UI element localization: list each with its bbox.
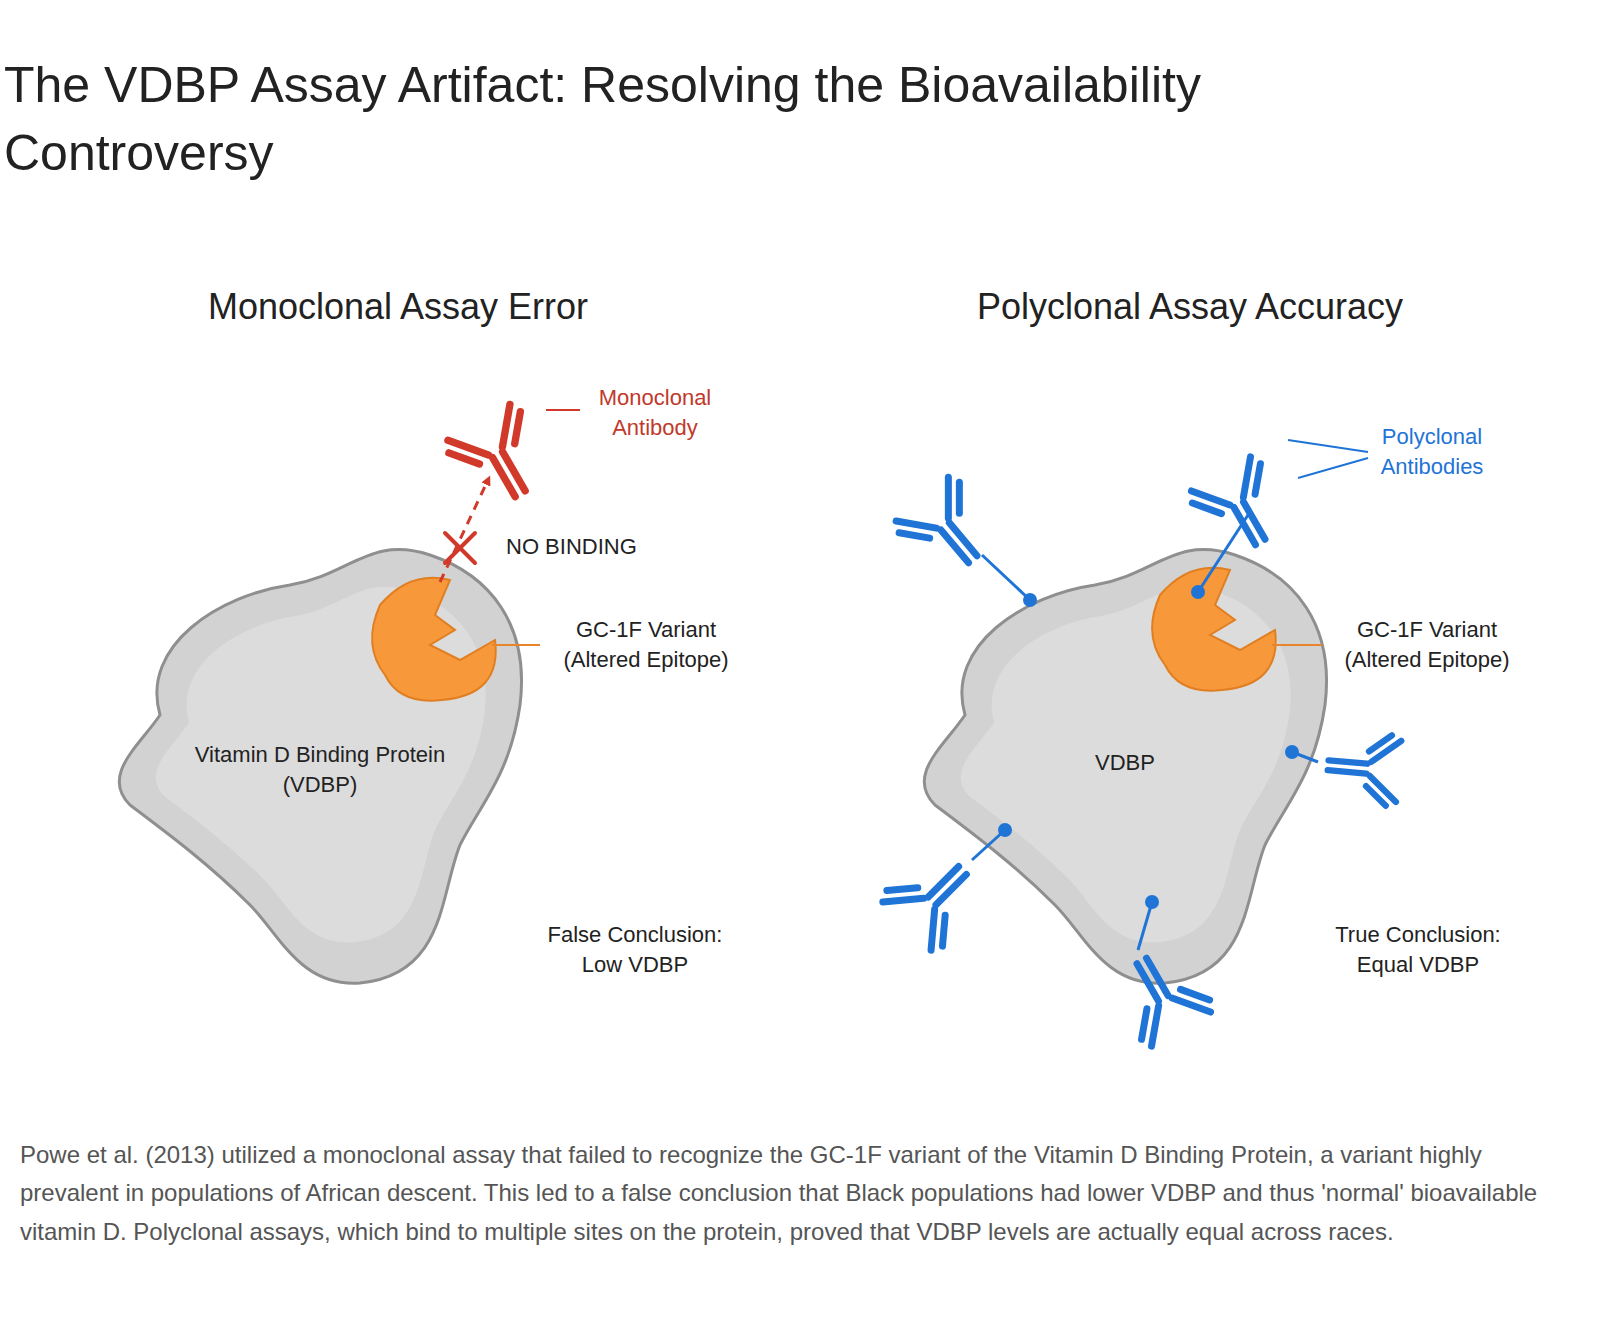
antibody-label: Polyclonal Antibodies — [1367, 422, 1497, 481]
no-binding-cross — [445, 533, 475, 563]
antibody — [883, 465, 1012, 593]
leader-line — [546, 409, 580, 411]
binding-note: NO BINDING — [506, 532, 726, 562]
blob-shape — [924, 549, 1326, 983]
protein-blob: VDBP — [905, 535, 1335, 985]
blob-shape — [119, 549, 521, 983]
node-text: VDBP — [1025, 748, 1225, 778]
conclusion-label: True Conclusion: Equal VDBP — [1320, 920, 1516, 979]
epitope-shape — [372, 578, 496, 701]
blob-highlight — [961, 587, 1291, 943]
conclusion-label: False Conclusion: Low VDBP — [535, 920, 735, 979]
variant-label: GC-1F Variant (Altered Epitope) — [1322, 615, 1532, 674]
caption: Powe et al. (2013) utilized a monoclonal… — [20, 1136, 1582, 1251]
variant-label: GC-1F Variant (Altered Epitope) — [541, 615, 751, 674]
binding-dots — [998, 585, 1299, 909]
leader-line — [492, 644, 540, 646]
leader-line — [1272, 644, 1322, 646]
leader-lines — [1288, 440, 1368, 478]
antibody-label: Monoclonal Antibody — [585, 383, 725, 442]
protein-blob: Vitamin D Binding Protein (VDBP) — [100, 535, 530, 985]
polyclonal-antibodies — [870, 446, 1407, 1057]
epitope-shape — [1152, 568, 1276, 691]
binding-lines — [972, 515, 1318, 950]
antibody — [1099, 934, 1225, 1057]
panel-heading: Polyclonal Assay Accuracy — [870, 283, 1510, 332]
monoclonal-antibody — [433, 393, 565, 522]
antibody — [1177, 446, 1303, 569]
binding-arrow — [440, 480, 488, 582]
node-text: Vitamin D Binding Protein (VDBP) — [175, 740, 465, 799]
antibody — [1321, 722, 1406, 814]
panel-heading: Monoclonal Assay Error — [78, 283, 718, 332]
title: The VDBP Assay Artifact: Resolving the B… — [4, 52, 1424, 187]
